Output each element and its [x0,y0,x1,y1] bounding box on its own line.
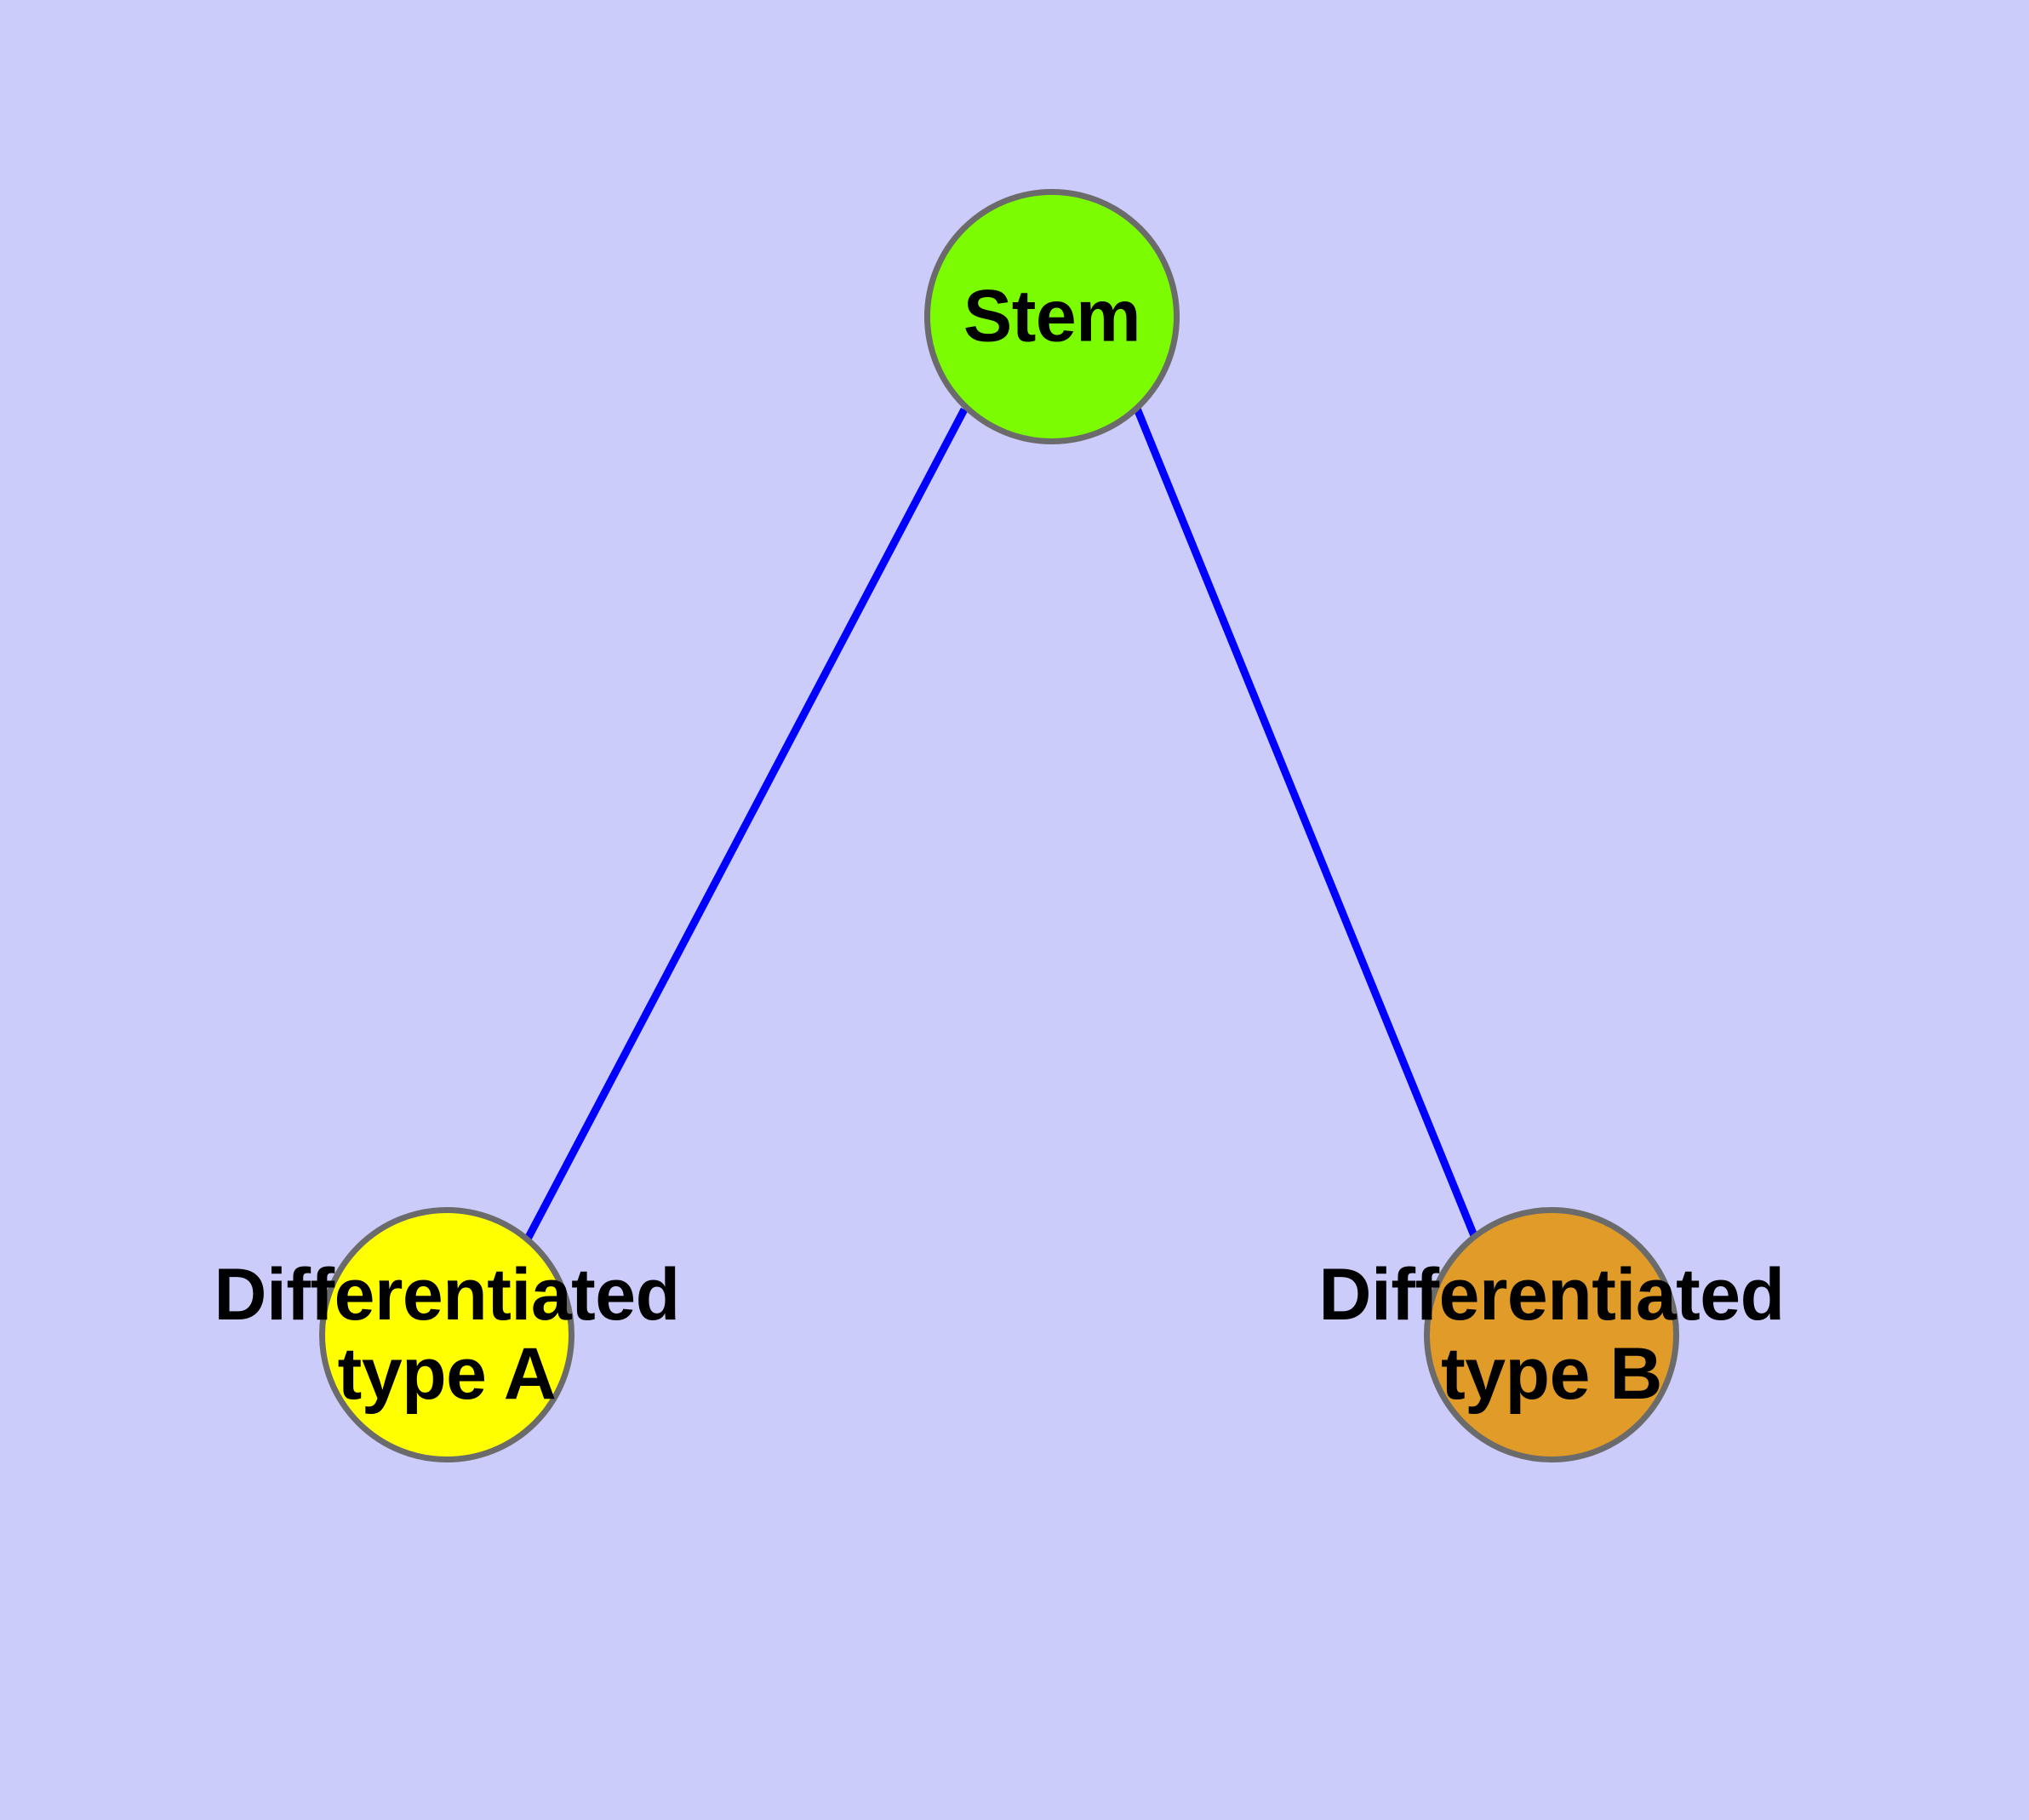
node-circle-stem[interactable] [924,189,1180,444]
node-circle-diff-b[interactable] [1424,1207,1679,1462]
edge-stem-diff-a[interactable] [522,407,968,1246]
nodes-group [319,189,1679,1462]
node-circle-diff-a[interactable] [319,1207,574,1462]
edge-stem-diff-b[interactable] [1133,407,1481,1244]
edges-group [522,407,1481,1246]
